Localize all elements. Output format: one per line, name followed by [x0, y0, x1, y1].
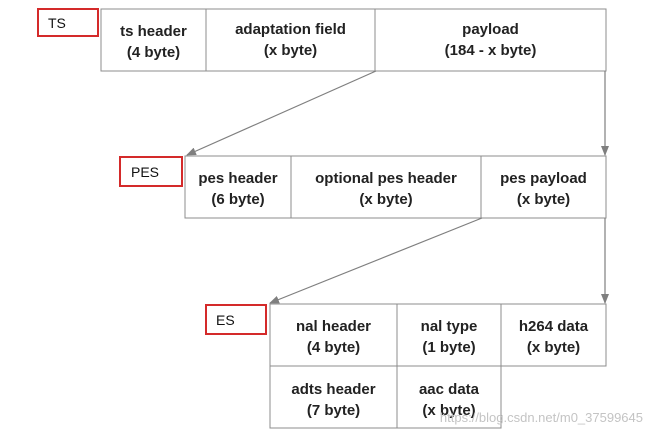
ts-header-name: ts header	[120, 23, 187, 40]
nal-header-cell: nal header (4 byte)	[269, 303, 398, 367]
es-tag-label: ES	[216, 312, 235, 328]
es-tag-box	[205, 304, 267, 335]
aac-data-name: aac data	[419, 381, 480, 398]
pes-to-es-left-arrow	[269, 217, 483, 304]
ts-header-size: (4 byte)	[127, 44, 180, 61]
ts-tag-box	[37, 8, 99, 37]
adts-header-size: (7 byte)	[307, 402, 360, 419]
h264-data-cell: h264 data (x byte)	[500, 303, 607, 367]
pes-payload-name: pes payload	[500, 170, 587, 187]
pes-header-cell: pes header (6 byte)	[184, 155, 292, 219]
aac-data-size: (x byte)	[422, 402, 475, 419]
ts-payload-size: (184 - x byte)	[445, 42, 537, 59]
nal-type-size: (1 byte)	[422, 339, 475, 356]
aac-data-cell: aac data (x byte)	[396, 365, 502, 429]
es-level: ES nal header (4 byte) nal type (1 byte)…	[205, 303, 607, 429]
watermark-text: https://blog.csdn.net/m0_37599645	[440, 410, 643, 425]
h264-data-name: h264 data	[519, 318, 589, 335]
adts-header-cell: adts header (7 byte)	[269, 365, 398, 429]
ts-payload-name: payload	[462, 21, 519, 38]
pes-tag-box	[119, 156, 183, 187]
pes-payload-cell: pes payload (x byte)	[480, 155, 607, 219]
ts-to-pes-left-arrow	[186, 70, 377, 156]
pes-header-size: (6 byte)	[211, 191, 264, 208]
ts-header-cell: ts header (4 byte)	[100, 8, 207, 72]
optional-pes-header-cell: optional pes header (x byte)	[290, 155, 482, 219]
ts-payload-cell: payload (184 - x byte)	[374, 8, 607, 72]
pes-header-name: pes header	[198, 170, 277, 187]
ts-tag-label: TS	[48, 15, 66, 31]
ts-level: TS ts header (4 byte) adaptation field (…	[37, 8, 607, 72]
h264-data-size: (x byte)	[527, 339, 580, 356]
nal-type-name: nal type	[421, 318, 478, 335]
optional-pes-header-size: (x byte)	[359, 191, 412, 208]
nal-header-size: (4 byte)	[307, 339, 360, 356]
pes-level: PES pes header (6 byte) optional pes hea…	[119, 155, 607, 219]
nal-header-name: nal header	[296, 318, 371, 335]
optional-pes-header-name: optional pes header	[315, 170, 457, 187]
adaptation-field-name: adaptation field	[235, 21, 346, 38]
adts-header-name: adts header	[291, 381, 375, 398]
adaptation-field-cell: adaptation field (x byte)	[205, 8, 376, 72]
pes-payload-size: (x byte)	[517, 191, 570, 208]
pes-tag-label: PES	[131, 164, 159, 180]
nal-type-cell: nal type (1 byte)	[396, 303, 502, 367]
adaptation-field-size: (x byte)	[264, 42, 317, 59]
